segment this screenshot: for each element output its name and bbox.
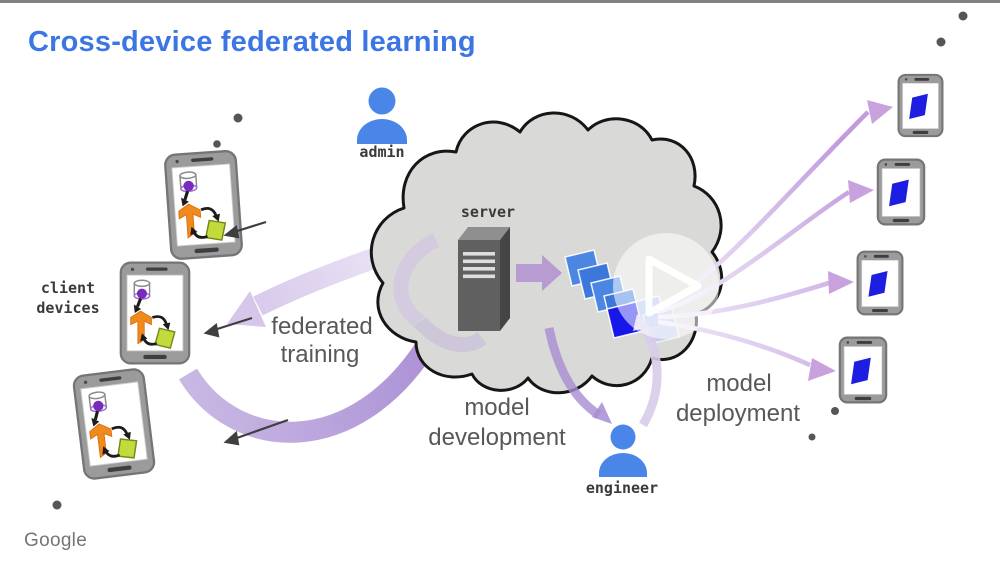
deploy-device-4 — [838, 336, 888, 404]
arrowhead — [227, 291, 266, 327]
federated-training-label-line1: federated — [271, 313, 372, 340]
slide-title: Cross-device federated learning — [28, 26, 476, 58]
client-device-1 — [162, 148, 245, 262]
deploy-arrowheads — [808, 100, 893, 381]
engineer-label: engineer — [586, 479, 658, 497]
play-button[interactable] — [613, 233, 719, 339]
model-development-label-line2: development — [428, 424, 566, 451]
play-icon[interactable] — [645, 255, 702, 317]
data-in-arrows — [203, 220, 289, 446]
federated-training-label-line2: training — [281, 341, 360, 368]
deploy-device-3 — [856, 250, 904, 316]
model-deployment-label-line1: model — [706, 370, 771, 397]
client-device-2 — [119, 261, 191, 365]
admin-person-icon — [357, 87, 407, 144]
model-deployment-label-line2: deployment — [676, 400, 800, 427]
client-devices-label-line1: client — [41, 279, 95, 297]
inner-swirl-arrow — [393, 233, 440, 329]
play-button-circle[interactable] — [613, 233, 719, 339]
deploy-device-1 — [897, 73, 944, 138]
server-tower-icon — [458, 227, 510, 331]
video-top-edge — [0, 0, 1000, 3]
model-development-label-line1: model — [464, 394, 529, 421]
engineer-person-icon — [599, 424, 647, 477]
inner-swirl-arrow — [414, 316, 487, 353]
client-devices-label-line2: devices — [36, 299, 99, 317]
admin-label: admin — [359, 143, 404, 161]
cloud-to-engineer-arrow — [544, 327, 602, 419]
devices-to-cloud-arrow — [179, 334, 439, 443]
server-label: server — [461, 203, 515, 221]
client-device-3 — [71, 366, 157, 482]
arrowhead — [592, 402, 612, 424]
server-to-model-arrow — [516, 255, 562, 291]
dot-decorations — [52, 11, 968, 510]
deploy-device-2 — [876, 158, 926, 226]
google-logo: Google — [24, 530, 88, 551]
